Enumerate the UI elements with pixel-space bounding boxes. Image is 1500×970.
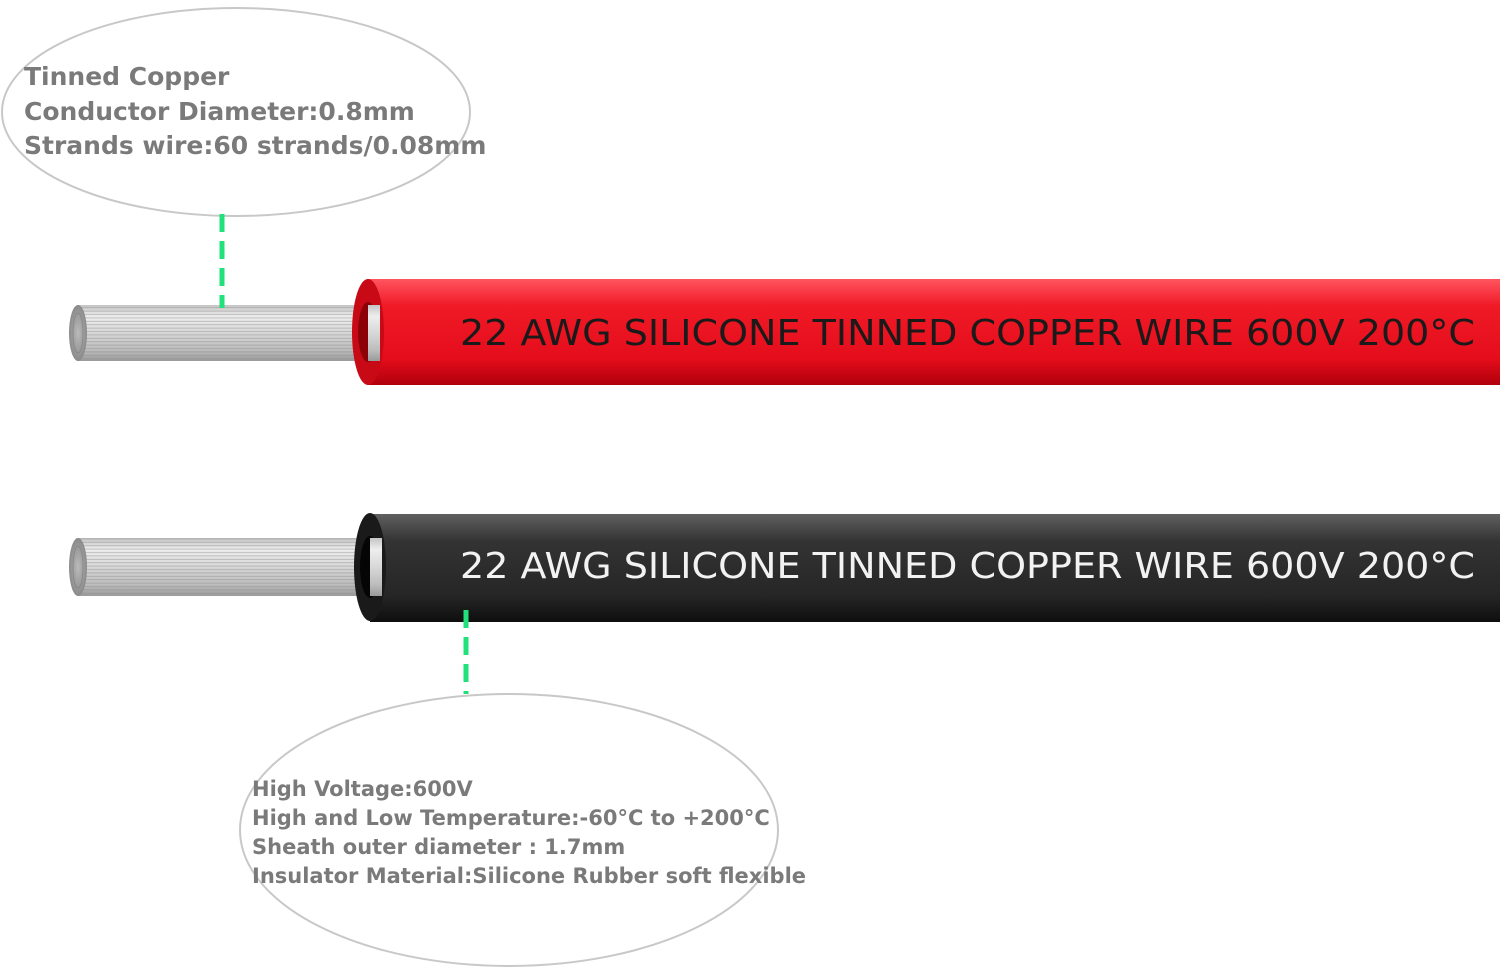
black-wire: 22 AWG SILICONE TINNED COPPER WIRE 600V …: [69, 513, 1500, 622]
black-wire-jacket: [354, 513, 1500, 622]
callout-top-line: Conductor Diameter:0.8mm: [24, 96, 415, 126]
callout-top-text: Tinned Copper Conductor Diameter:0.8mm S…: [24, 60, 486, 164]
red-wire-print: 22 AWG SILICONE TINNED COPPER WIRE 600V …: [460, 313, 1475, 354]
callout-bottom-line: Insulator Material:Silicone Rubber soft …: [252, 864, 807, 888]
red-wire: 22 AWG SILICONE TINNED COPPER WIRE 600V …: [69, 279, 1500, 385]
black-wire-print: 22 AWG SILICONE TINNED COPPER WIRE 600V …: [460, 546, 1475, 587]
callout-bottom-oval: [239, 693, 779, 967]
callout-top-line: Strands wire:60 strands/0.08mm: [24, 131, 487, 160]
callout-bottom-line: High and Low Temperature:-60°C to +200°C: [252, 806, 770, 830]
callout-top-line: Tinned Copper: [24, 62, 230, 91]
callout-top-oval: [1, 7, 471, 217]
callout-bottom-line: Sheath outer diameter : 1.7mm: [252, 835, 626, 859]
black-wire-strands: [69, 538, 378, 596]
red-wire-strands: [69, 305, 378, 361]
callout-bottom-text: High Voltage:600V High and Low Temperatu…: [252, 775, 806, 891]
red-wire-jacket: [352, 279, 1500, 385]
callout-bottom-line: High Voltage:600V: [252, 777, 473, 801]
